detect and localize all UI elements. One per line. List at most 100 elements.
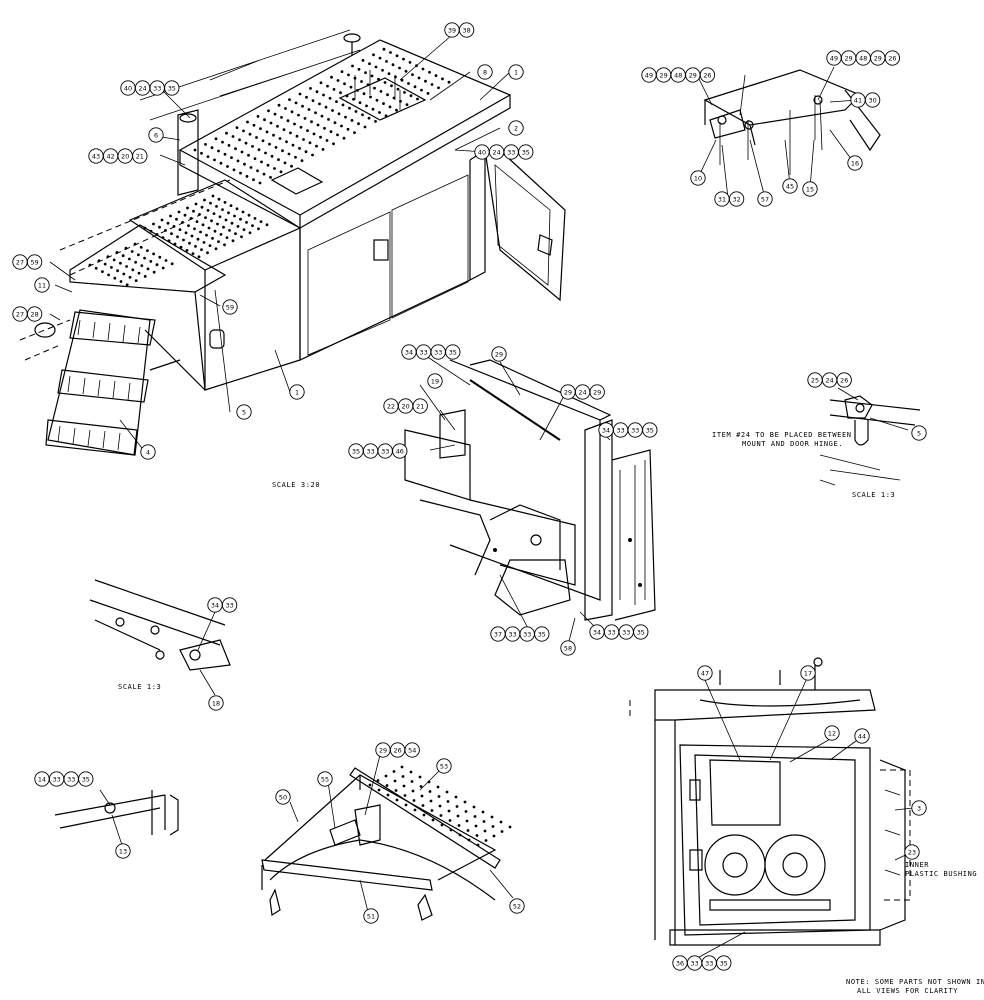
callout-number: 29	[593, 388, 601, 396]
callout-number: 1	[514, 68, 518, 76]
door-hinge-top-detail	[696, 66, 881, 199]
callout-bubble	[534, 626, 550, 642]
callout-number: 30	[869, 96, 877, 104]
callout-bubble	[699, 67, 716, 83]
callout-number: 35	[538, 630, 546, 638]
callout-number: 14	[38, 775, 46, 783]
callout-number: 13	[119, 847, 127, 855]
callout-center-c3: 19	[427, 373, 443, 389]
callout-number: 24	[826, 376, 834, 384]
callout-bubble	[508, 64, 524, 80]
callout-top_right-t8: 45	[782, 178, 798, 194]
callout-bubble	[509, 898, 525, 914]
callout-bubble	[716, 955, 732, 971]
callout-bubble	[115, 843, 131, 859]
callout-number: 1	[295, 388, 299, 396]
callout-bubble	[236, 404, 252, 420]
callout-number: 40	[478, 148, 486, 156]
callout-lid-l3: 50	[275, 789, 291, 805]
callout-main-m6: 2	[508, 120, 524, 136]
callout-bubble	[221, 597, 238, 613]
callout-number: 24	[493, 148, 501, 156]
callout-number: 26	[394, 746, 402, 754]
callout-number: 29	[845, 54, 853, 62]
callout-number: 43	[92, 152, 100, 160]
callout-bubble	[26, 254, 43, 270]
callout-bubble	[26, 306, 43, 322]
callout-number: 3	[917, 804, 921, 812]
callout-bubble	[392, 443, 408, 459]
callout-number: 17	[804, 669, 812, 677]
callout-number: 23	[908, 848, 916, 856]
callout-bubble	[436, 758, 452, 774]
callout-number: 50	[279, 793, 287, 801]
callout-bubble	[208, 695, 224, 711]
callout-number: 2	[514, 124, 518, 132]
callout-top_right-t5: 10	[690, 170, 706, 186]
callout-number: 21	[136, 152, 144, 160]
callout-bubble	[800, 665, 816, 681]
callout-main-m7: 43 42 20 21	[88, 148, 148, 164]
callout-number: 53	[440, 762, 448, 770]
callout-number: 35	[168, 84, 176, 92]
callout-number: 20	[402, 402, 410, 410]
callout-bubble	[560, 640, 576, 656]
callout-number: 12	[828, 729, 836, 737]
callout-number: 33	[434, 348, 442, 356]
callout-number: 51	[367, 912, 375, 920]
callout-number: 48	[859, 54, 867, 62]
callout-number: 29	[874, 54, 882, 62]
callout-number: 24	[139, 84, 147, 92]
callout-number: 48	[674, 71, 682, 79]
callout-number: 4	[146, 448, 150, 456]
callout-number: 29	[660, 71, 668, 79]
callout-number: 24	[579, 388, 587, 396]
callout-number: 20	[121, 152, 129, 160]
callout-bubble	[317, 771, 333, 787]
callout-number: 41	[854, 96, 862, 104]
callout-interior-i6: 23	[904, 844, 920, 860]
callout-bubble	[854, 728, 870, 744]
callout-number: 33	[691, 959, 699, 967]
callout-bubble	[508, 120, 524, 136]
callout-center-c10: 58	[560, 640, 576, 656]
callout-number: 33	[523, 630, 531, 638]
callout-number: 19	[431, 377, 439, 385]
item24-note-line2: MOUNT AND DOOR HINGE.	[742, 440, 843, 448]
callout-bubble	[477, 64, 493, 80]
callout-number: 44	[858, 732, 866, 740]
callout-number: 29	[495, 350, 503, 358]
callout-number: 15	[806, 185, 814, 193]
callout-bubble	[412, 398, 428, 414]
callout-number: 42	[107, 152, 115, 160]
callout-lid-l5: 51	[363, 908, 379, 924]
callout-number: 52	[513, 902, 521, 910]
callout-number: 33	[53, 775, 61, 783]
hinge-mount-scale-detail	[819, 387, 921, 486]
callout-number: 33	[705, 959, 713, 967]
callout-bubble	[34, 277, 50, 293]
callout-number: 59	[31, 258, 39, 266]
callout-interior-i3: 12	[824, 725, 840, 741]
callout-number: 33	[420, 348, 428, 356]
callout-number: 6	[154, 131, 158, 139]
callout-bubble	[427, 373, 443, 389]
callout-bracket-b2: 13	[115, 843, 131, 859]
callout-number: 26	[703, 71, 711, 79]
rail-scale-detail	[89, 579, 231, 696]
callout-number: 29	[379, 746, 387, 754]
callout-number: 33	[153, 84, 161, 92]
callout-number: 49	[830, 54, 838, 62]
callout-number: 33	[631, 426, 639, 434]
callout-top_right-t4: 16	[847, 155, 863, 171]
